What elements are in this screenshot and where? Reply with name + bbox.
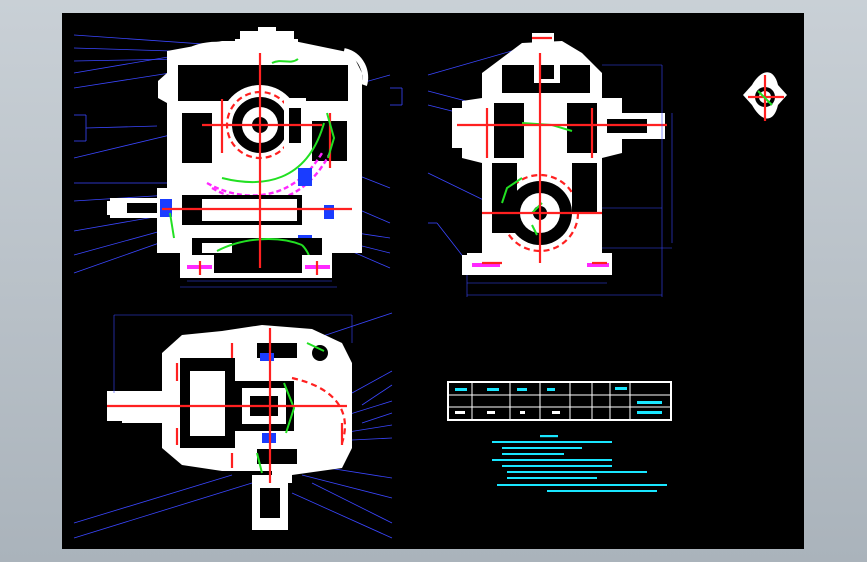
side-view — [427, 33, 673, 297]
front-view: — — [73, 27, 403, 288]
technical-notes — [492, 435, 667, 492]
assembly-drawing: — — [73, 27, 787, 539]
svg-text:—: — — [255, 275, 259, 280]
top-view — [73, 312, 393, 539]
detail-view — [743, 72, 787, 121]
parts-table — [447, 381, 672, 421]
cad-viewport[interactable]: — — [62, 13, 804, 549]
